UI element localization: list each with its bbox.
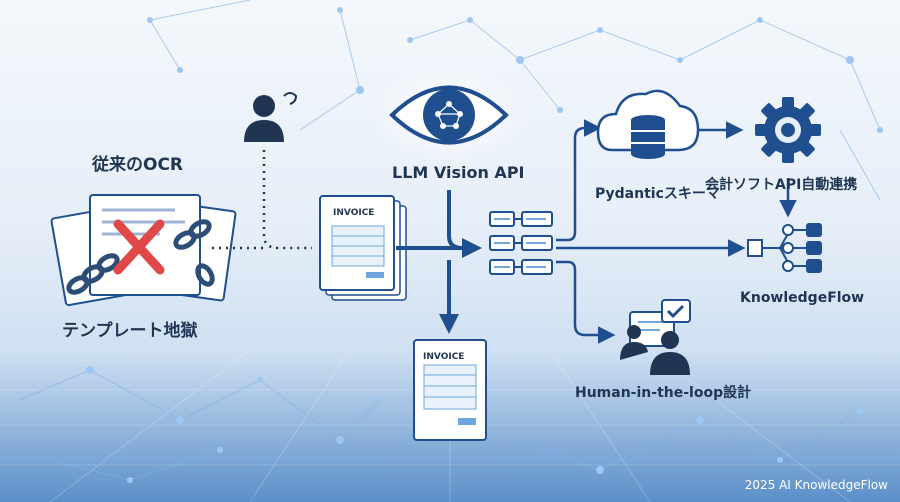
workflow-nodes-icon: [747, 223, 822, 273]
invoice-stack-top: [319, 195, 407, 301]
hitl-label: Human-in-the-loop設計: [575, 385, 752, 401]
accounting-api-label: 会計ソフトAPI自動連携: [705, 177, 858, 193]
background-network: [19, 0, 881, 481]
knowledgeflow-label: KnowledgeFlow: [740, 290, 865, 306]
cloud-database-icon: [596, 89, 700, 159]
vision-eye-icon: [369, 65, 529, 165]
vision-api-label: LLM Vision API: [392, 163, 525, 182]
background-nodes: [86, 7, 883, 483]
chain-icon: [66, 219, 215, 295]
legacy-ocr-title: 従来のOCR: [92, 155, 184, 175]
schema-label: Pydanticスキーマ: [595, 186, 720, 202]
credit-text: 2025 AI KnowledgeFlow: [744, 478, 888, 492]
cross-icon: [113, 219, 165, 275]
confused-person-icon: [244, 92, 298, 142]
branch-connectors: [556, 119, 797, 344]
invoice-top-label: INVOICE: [333, 208, 374, 218]
invoice-doc-bottom: [413, 339, 487, 441]
template-hell-label: テンプレート地獄: [62, 321, 198, 341]
human-review-icon: [620, 299, 691, 375]
invoice-bottom-label: INVOICE: [423, 352, 464, 362]
dotted-connector: [212, 150, 312, 250]
main-flow-arrows: [396, 190, 482, 334]
gear-icon: [755, 97, 821, 163]
